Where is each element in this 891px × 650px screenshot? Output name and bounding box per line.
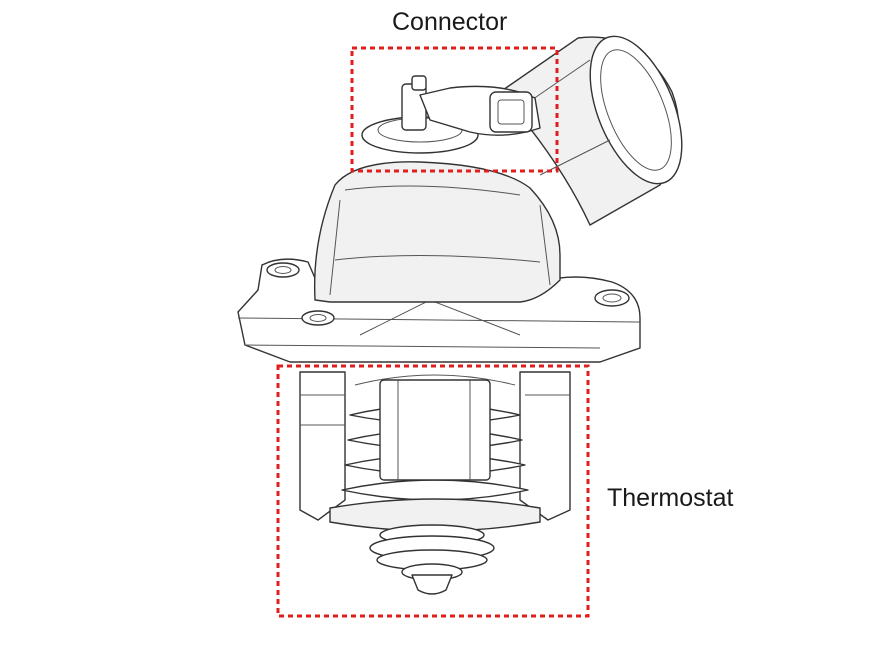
thermostat-part xyxy=(299,371,571,595)
housing-dome xyxy=(313,161,561,303)
connector-part xyxy=(361,75,541,154)
thermostat-highlight-box xyxy=(276,364,590,618)
connector-label: Connector xyxy=(392,8,508,36)
outlet-pipe xyxy=(498,35,683,226)
thermostat-label: Thermostat xyxy=(607,484,734,512)
connector-highlight-box xyxy=(350,46,559,173)
